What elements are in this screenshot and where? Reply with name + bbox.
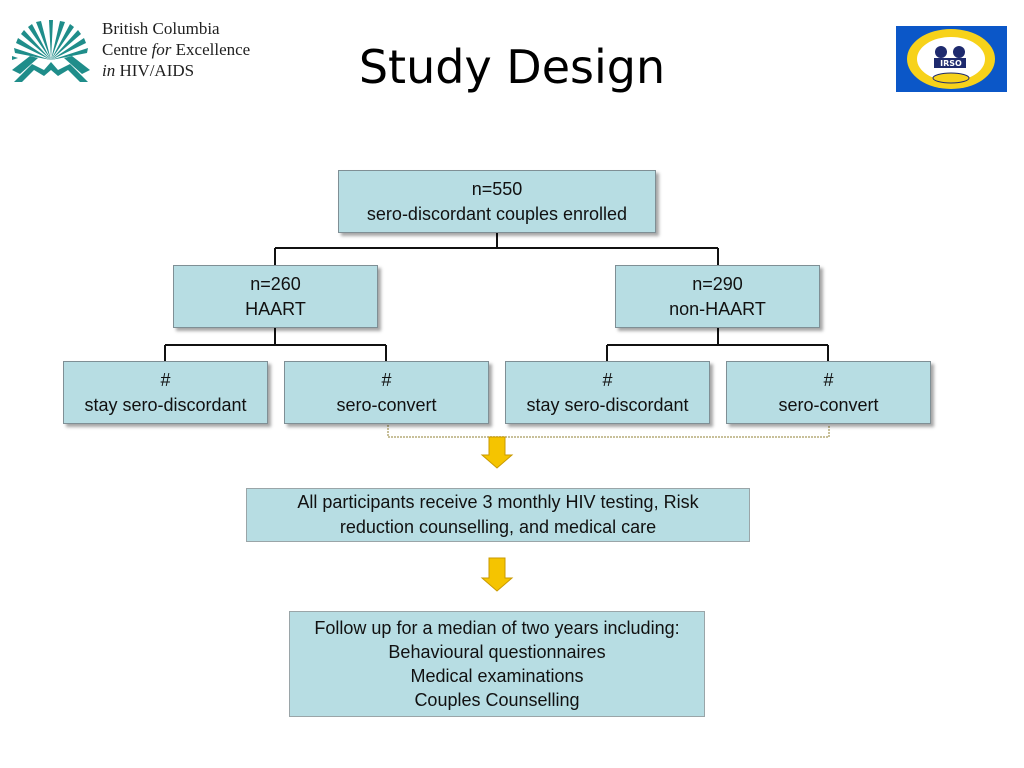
leaf-box-2: # sero-convert xyxy=(284,361,489,424)
org-name: British Columbia Centre for Excellence i… xyxy=(102,18,250,81)
organization-seal-icon: IRSO xyxy=(896,26,1007,92)
non-haart-count: n=290 xyxy=(692,273,743,294)
org-line-2-b: for xyxy=(151,40,172,59)
down-arrow-icon xyxy=(480,557,514,592)
down-arrow-icon xyxy=(480,436,514,469)
followup-line-1: Follow up for a median of two years incl… xyxy=(314,618,680,638)
haart-box: n=260 HAART xyxy=(173,265,378,328)
followup-line-3: Medical examinations xyxy=(410,666,584,686)
org-line-3-a: in xyxy=(102,61,116,80)
leaf-2-label: sero-convert xyxy=(336,394,437,415)
root-box: n=550 sero-discordant couples enrolled xyxy=(338,170,656,233)
org-line-1: British Columbia xyxy=(102,19,220,38)
non-haart-label: non-HAART xyxy=(669,298,766,319)
root-label: sero-discordant couples enrolled xyxy=(366,203,628,224)
root-count: n=550 xyxy=(471,178,523,199)
leaf-1-count: # xyxy=(160,369,171,390)
irso-logo: IRSO xyxy=(896,26,1007,92)
care-box: All participants receive 3 monthly HIV t… xyxy=(246,488,750,542)
leaf-box-3: # stay sero-discordant xyxy=(505,361,710,424)
leaf-4-count: # xyxy=(823,369,834,390)
leaf-1-label: stay sero-discordant xyxy=(84,394,247,415)
leaf-3-label: stay sero-discordant xyxy=(526,394,689,415)
haart-label: HAART xyxy=(245,298,306,319)
org-line-2-c: Excellence xyxy=(171,40,251,59)
care-line-1: All participants receive 3 monthly HIV t… xyxy=(297,492,699,512)
seal-text: IRSO xyxy=(940,59,962,68)
haart-count: n=260 xyxy=(250,273,301,294)
leaf-box-1: # stay sero-discordant xyxy=(63,361,268,424)
leaf-4-label: sero-convert xyxy=(778,394,879,415)
care-line-2: reduction counselling, and medical care xyxy=(339,517,657,537)
org-line-3-b: HIV/AIDS xyxy=(115,61,195,80)
followup-line-4: Couples Counselling xyxy=(414,690,580,710)
sunburst-hands-icon xyxy=(12,20,90,82)
leaf-3-count: # xyxy=(602,369,613,390)
followup-line-2: Behavioural questionnaires xyxy=(388,642,606,662)
followup-box: Follow up for a median of two years incl… xyxy=(289,611,705,717)
non-haart-box: n=290 non-HAART xyxy=(615,265,820,328)
org-line-2: Centre for Excellence xyxy=(102,39,250,60)
bc-centre-logo: British Columbia Centre for Excellence i… xyxy=(10,18,270,88)
leaf-2-count: # xyxy=(381,369,392,390)
org-line-3: in HIV/AIDS xyxy=(102,60,250,81)
slide-title: Study Design xyxy=(358,40,666,94)
org-line-2-a: Centre xyxy=(102,40,152,59)
leaf-box-4: # sero-convert xyxy=(726,361,931,424)
